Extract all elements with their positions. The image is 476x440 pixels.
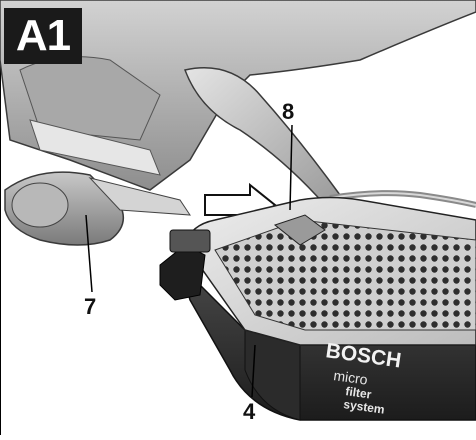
leader-line-8	[289, 124, 293, 211]
product-text-system: system	[343, 397, 386, 417]
leader-line-7	[85, 214, 93, 293]
leader-line-4	[251, 344, 256, 398]
product-text-filter: filter	[345, 384, 373, 402]
filter-latch	[159, 244, 206, 301]
filter-grid	[214, 219, 476, 331]
callout-label-7: 7	[84, 294, 97, 319]
figure-badge: A1	[4, 8, 82, 64]
product-text-micro: micro	[333, 367, 369, 388]
filter-box-front	[244, 329, 301, 421]
callout-label-8: 8	[282, 99, 295, 124]
extraction-cone	[183, 67, 342, 206]
callout-label-4: 4	[243, 399, 256, 424]
